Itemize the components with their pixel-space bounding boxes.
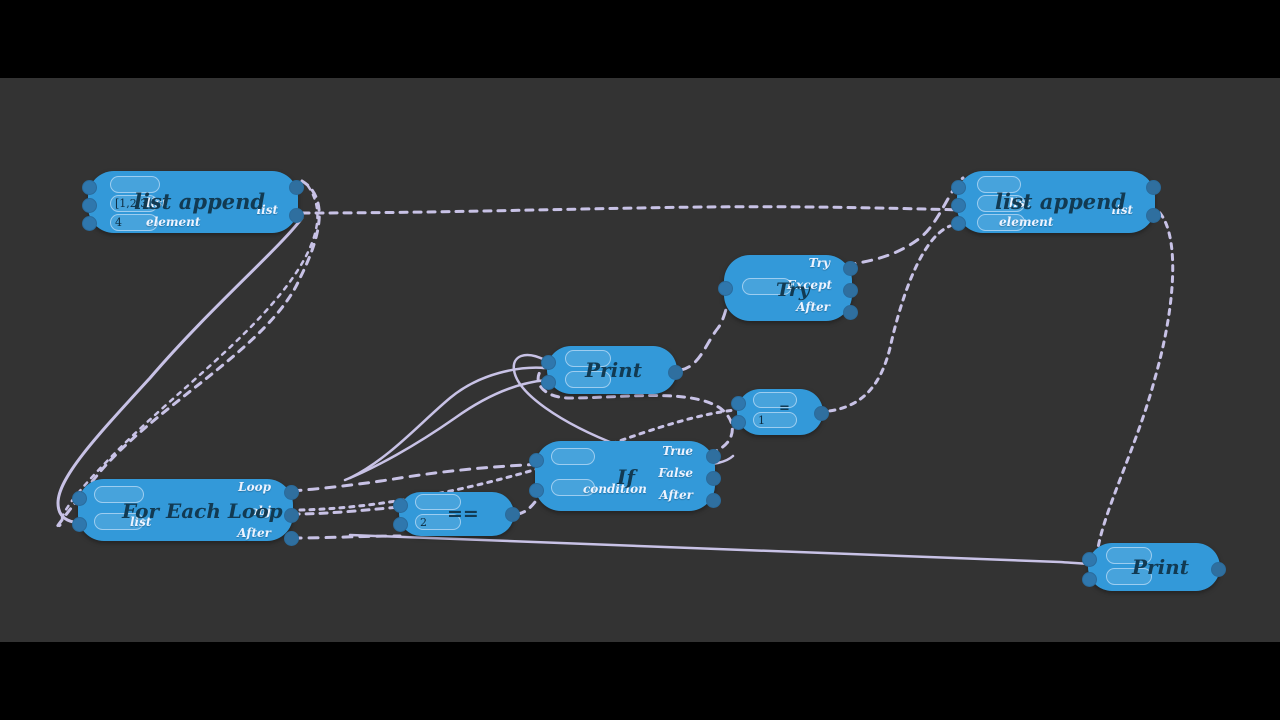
port-out-after[interactable] — [843, 305, 858, 320]
port-out-obj[interactable] — [284, 508, 299, 523]
port-in-exec[interactable] — [951, 180, 966, 195]
wire-foreach-after-to-print2-exec — [290, 534, 402, 540]
port-in-exec[interactable] — [529, 453, 544, 468]
port-out-try[interactable] — [843, 261, 858, 276]
port-in-a[interactable] — [731, 396, 746, 411]
field-exec[interactable] — [742, 278, 792, 295]
port-out-list[interactable] — [289, 208, 304, 223]
port-in-value[interactable] — [1082, 572, 1097, 587]
output-label-after: After — [659, 488, 693, 502]
wire-append1-list-to-foreach-list — [56, 216, 304, 525]
port-out-loop[interactable] — [284, 485, 299, 500]
output-label-loop: Loop — [238, 480, 271, 494]
wire-append1-exec-to-foreach — [54, 179, 321, 530]
field-a[interactable] — [415, 494, 461, 510]
node-title: If — [617, 465, 635, 489]
output-label-after: After — [796, 300, 830, 314]
node-list-append-1[interactable]: [1,2,3] 4 list element list list append — [82, 171, 304, 233]
wire-foreach-after-to-print2-value — [348, 533, 1097, 566]
node-equals-1[interactable]: 2 == — [393, 492, 520, 536]
node-print-2[interactable]: Print — [1082, 543, 1226, 591]
port-in-list[interactable] — [951, 198, 966, 213]
output-label-false: False — [658, 466, 693, 480]
node-assign-1[interactable]: 1 = — [731, 389, 829, 435]
field-element[interactable] — [977, 214, 1025, 231]
port-in-exec[interactable] — [718, 281, 733, 296]
node-graph-canvas[interactable]: [1,2,3] 4 list element list list append … — [0, 78, 1280, 642]
field-exec[interactable] — [551, 448, 595, 465]
port-out-result[interactable] — [505, 507, 520, 522]
port-in-condition[interactable] — [529, 483, 544, 498]
port-out-except[interactable] — [843, 283, 858, 298]
port-out-result[interactable] — [814, 406, 829, 421]
port-in-b[interactable] — [731, 415, 746, 430]
output-label-list: list — [256, 203, 278, 217]
field-exec[interactable] — [977, 176, 1021, 193]
port-in-element[interactable] — [82, 216, 97, 231]
node-print-1[interactable]: Print — [541, 346, 683, 394]
field-value[interactable] — [565, 371, 611, 388]
port-out-true[interactable] — [706, 449, 721, 464]
port-out-false[interactable] — [706, 471, 721, 486]
wire-foreach-loop-to-if — [290, 462, 545, 493]
port-out-exec[interactable] — [1211, 562, 1226, 577]
output-label-try: Try — [808, 256, 830, 270]
wire-append1-list-to-append2-list — [300, 205, 967, 215]
port-in-element[interactable] — [951, 216, 966, 231]
wire-print1-input-a — [348, 366, 547, 480]
port-out-after[interactable] — [706, 493, 721, 508]
node-list-append-2[interactable]: list element list list append — [951, 171, 1161, 233]
field-exec[interactable] — [110, 176, 160, 193]
port-in-b[interactable] — [393, 517, 408, 532]
field-value[interactable] — [1106, 568, 1152, 585]
wire-assign-to-append2-element — [817, 224, 952, 414]
wire-append2-list-to-print2 — [1095, 211, 1175, 580]
node-if-1[interactable]: condition True False After If — [529, 441, 721, 511]
field-a[interactable] — [753, 392, 797, 408]
output-label-list: list — [1111, 203, 1133, 217]
port-in-a[interactable] — [393, 498, 408, 513]
letterbox-bottom-bar — [0, 642, 1280, 720]
port-out-exec[interactable] — [1146, 180, 1161, 195]
field-b[interactable]: 1 — [753, 412, 797, 428]
output-label-obj: obj — [250, 504, 271, 518]
wire-if-after-to-assign — [298, 408, 737, 512]
wire-append1-branch-down — [60, 184, 319, 520]
node-try-1[interactable]: Try Except After Try — [718, 255, 858, 321]
port-in-exec[interactable] — [1082, 552, 1097, 567]
field-b[interactable]: 2 — [415, 514, 461, 530]
field-exec[interactable] — [94, 486, 144, 503]
wire-try-to-append2-exec — [844, 176, 965, 267]
port-out-list[interactable] — [1146, 208, 1161, 223]
output-label-except: Except — [786, 278, 832, 292]
port-in-value[interactable] — [541, 375, 556, 390]
letterbox-top-bar — [0, 0, 1280, 78]
wire-if-true-to-print1 — [536, 364, 734, 455]
field-exec[interactable] — [1106, 547, 1152, 564]
port-in-list[interactable] — [82, 198, 97, 213]
field-condition[interactable] — [551, 479, 595, 496]
field-exec[interactable] — [565, 350, 611, 367]
port-out-exec[interactable] — [289, 180, 304, 195]
port-out-after[interactable] — [284, 531, 299, 546]
field-list[interactable] — [977, 195, 1025, 212]
port-in-exec[interactable] — [72, 491, 87, 506]
output-label-after: After — [237, 526, 271, 540]
node-for-each-loop-1[interactable]: list Loop obj After For Each Loop — [72, 479, 299, 546]
port-in-exec[interactable] — [82, 180, 97, 195]
port-in-exec[interactable] — [541, 355, 556, 370]
field-list[interactable] — [94, 513, 144, 530]
wire-foreach-obj-to-equals — [290, 505, 402, 516]
node-title: For Each Loop — [122, 499, 283, 523]
field-element[interactable]: 4 — [110, 214, 158, 231]
field-list[interactable]: [1,2,3] — [110, 195, 158, 212]
output-label-true: True — [662, 444, 693, 458]
port-out-exec[interactable] — [668, 365, 683, 380]
port-in-list[interactable] — [72, 517, 87, 532]
